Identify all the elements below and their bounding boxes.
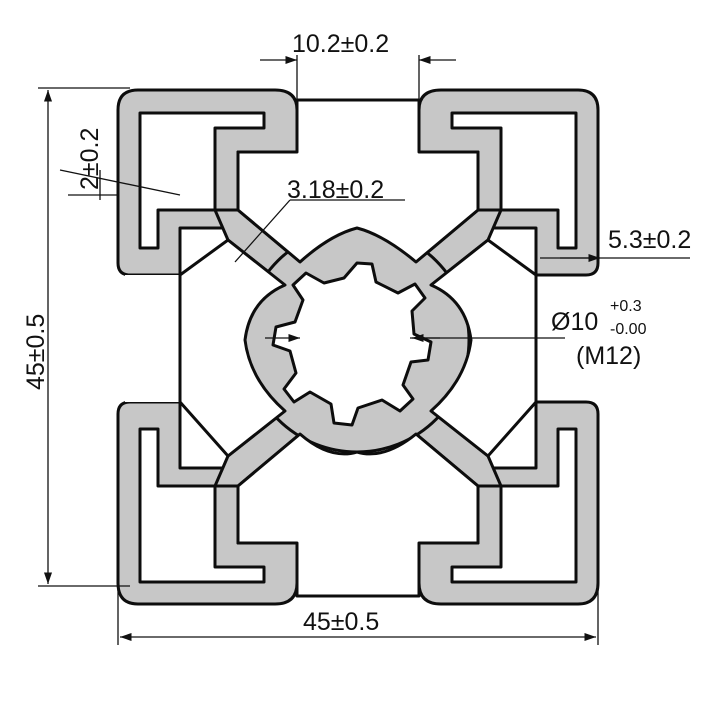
dim-lip-ext-top xyxy=(59,169,181,196)
dim-width-label: 45±0.5 xyxy=(303,608,379,636)
slot-right-center xyxy=(429,238,538,458)
dim-depth-label: 5.3±0.2 xyxy=(608,226,691,254)
slot-bottom-center xyxy=(236,432,480,598)
dim-thread-label: (M12) xyxy=(576,342,641,370)
dim-web-label: 3.18±0.2 xyxy=(287,176,384,204)
dim-web-leader xyxy=(234,199,291,263)
dimension-annotations: 10.2±0.2 2±0.2 3.18±0.2 5.3±0.2 45±0.5 4… xyxy=(22,30,691,645)
dim-lip-label: 2±0.2 xyxy=(76,128,104,190)
dim-bore-label: Ø10 xyxy=(551,308,598,336)
dim-slot-opening-label: 10.2±0.2 xyxy=(292,30,389,58)
dim-bore-tol-lower: -0.00 xyxy=(610,321,647,338)
aluminum-profile xyxy=(116,88,600,606)
slot-left-inner xyxy=(178,238,287,458)
dim-height-label: 45±0.5 xyxy=(22,314,50,390)
slot-left-center xyxy=(125,275,180,402)
dim-bore-tol-upper: +0.3 xyxy=(610,298,642,315)
slot-top-center xyxy=(236,98,480,264)
center-bore xyxy=(271,261,433,427)
